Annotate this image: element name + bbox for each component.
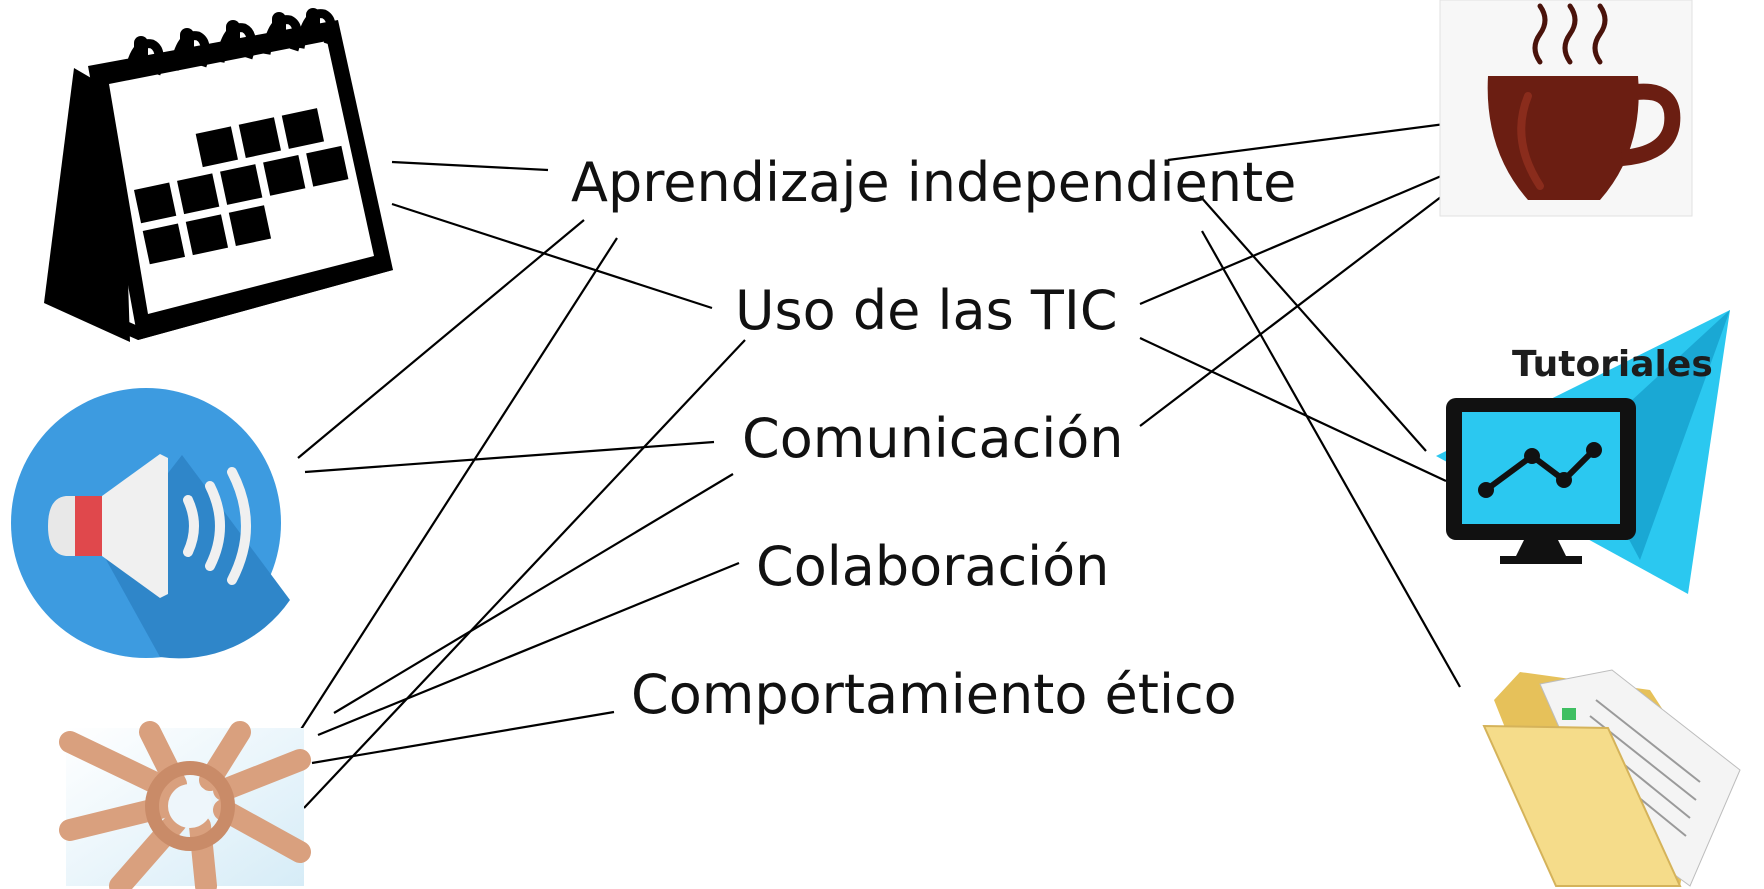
line-hands-comunicacion xyxy=(333,473,734,714)
concept-comunicacion: Comunicación xyxy=(742,407,1124,470)
line-hands-aprendizaje xyxy=(297,237,618,735)
joined-hands-photo xyxy=(59,721,311,889)
line-hands-uso-tic xyxy=(303,339,746,809)
line-calendar-aprendizaje xyxy=(391,160,549,172)
coffee-cup-icon xyxy=(1439,0,1693,217)
concept-comportamiento-etico: Comportamiento ético xyxy=(631,663,1237,726)
line-hands-colaboracion xyxy=(317,561,740,737)
line-speaker-comunicacion xyxy=(304,440,715,474)
concept-uso-de-las-tic: Uso de las TIC xyxy=(735,279,1118,342)
document-folder-icon xyxy=(1482,669,1741,887)
line-hands-etico xyxy=(311,710,615,765)
calendar-icon xyxy=(44,8,393,342)
tutoriales-label: Tutoriales xyxy=(1512,344,1713,385)
line-aprendizaje-folder xyxy=(1201,230,1461,688)
line-tic-tutoriales xyxy=(1139,337,1447,482)
concept-colaboracion: Colaboración xyxy=(756,535,1110,598)
tutorials-monitor-icon xyxy=(1436,310,1730,594)
line-speaker-aprendizaje xyxy=(297,219,585,459)
line-aprendizaje-coffee xyxy=(1167,119,1469,162)
line-calendar-uso-tic xyxy=(391,202,713,310)
speaker-icon xyxy=(11,388,290,659)
connector-lines xyxy=(297,119,1501,809)
line-aprendizaje-tutoriales xyxy=(1199,195,1427,452)
concept-aprendizaje-independiente: Aprendizaje independiente xyxy=(571,151,1297,214)
